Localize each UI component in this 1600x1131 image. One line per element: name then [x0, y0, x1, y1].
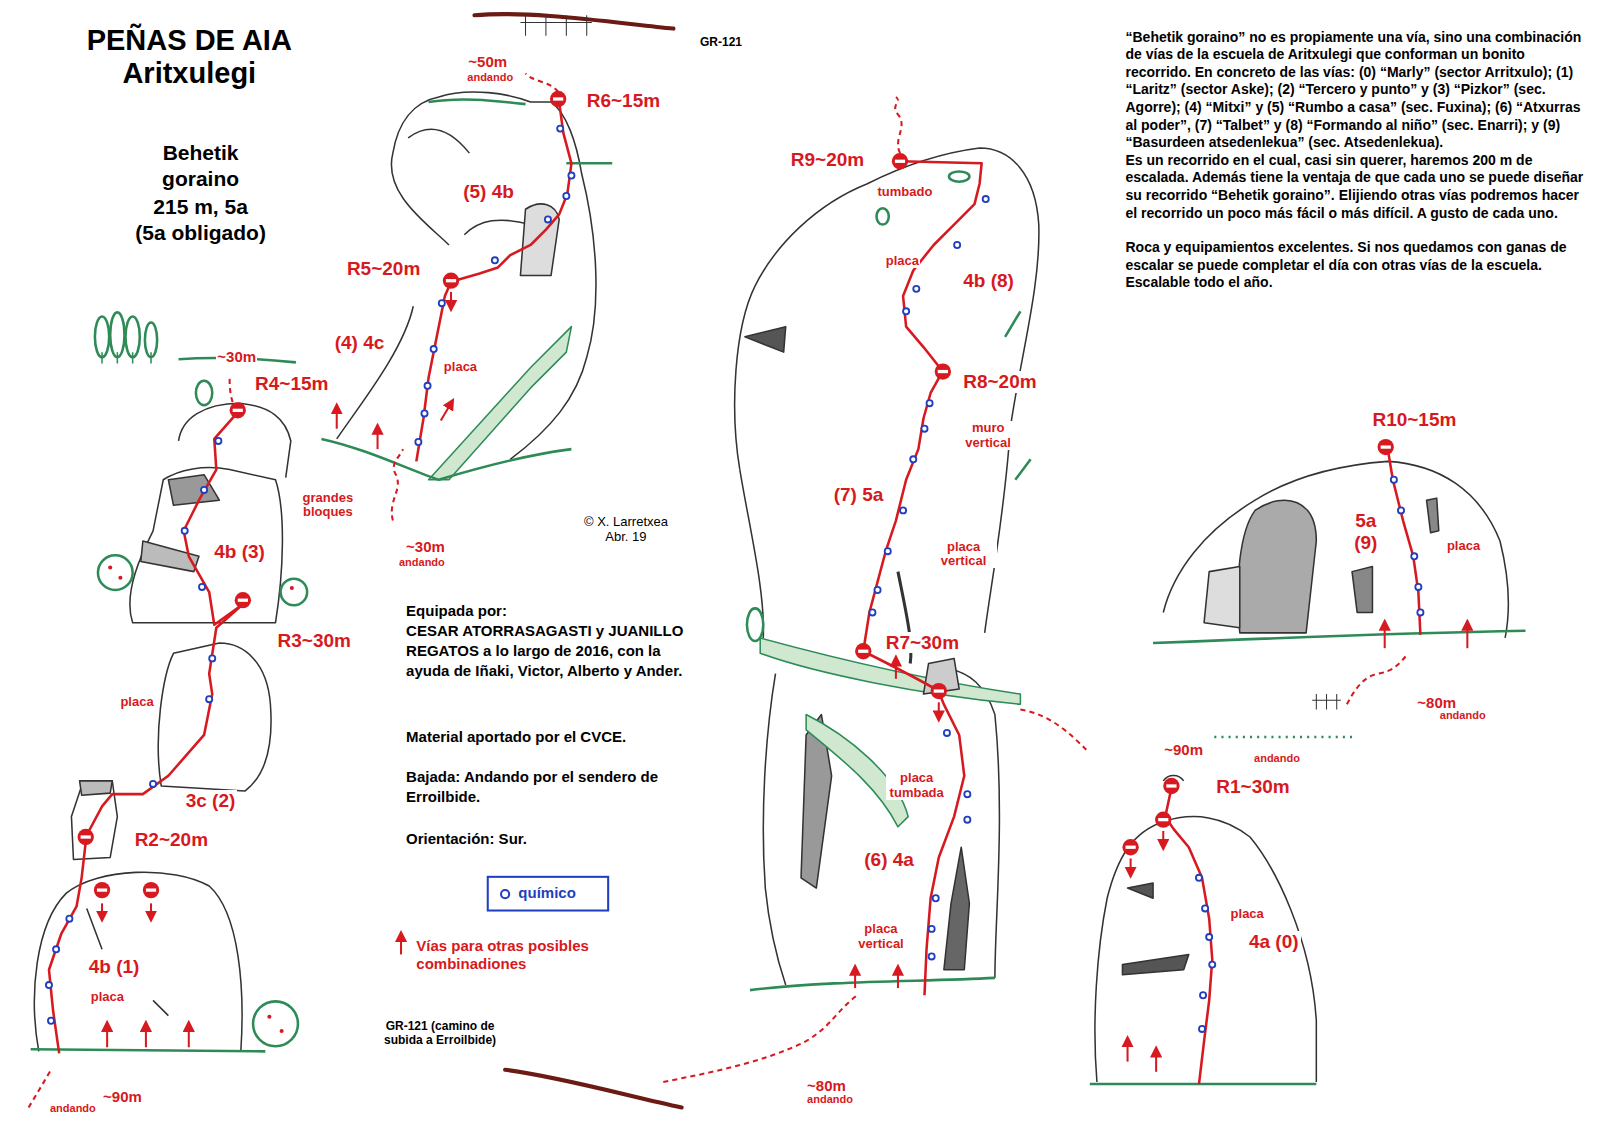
info-heading: Equipada por:: [406, 601, 507, 621]
legend-text: químico: [518, 884, 576, 901]
description-paragraph: Roca y equipamientos excelentes. Si nos …: [1126, 239, 1588, 292]
grade-label: 4a (0): [1247, 931, 1301, 953]
description-paragraph: Es un recorrido en el cual, casi sin que…: [1126, 152, 1588, 222]
info-text: Orientación: Sur.: [406, 829, 706, 849]
grade-label: (7) 5a: [832, 484, 886, 506]
walk-note: andando: [1253, 752, 1301, 765]
belay-label: R4~15m: [253, 373, 330, 395]
description-paragraph: “Behetik goraino” no es propiamente una …: [1126, 29, 1588, 152]
walk-note: andando: [398, 556, 446, 569]
grade-label: 4b (8): [961, 270, 1016, 292]
belay-label: R3~30m: [276, 630, 353, 652]
walk-note: andando: [466, 71, 514, 84]
walk-note: andando: [1439, 709, 1487, 722]
walk-distance: ~90m: [1163, 741, 1204, 758]
route-grade: (5a obligado): [131, 220, 271, 246]
belay-label: R6~15m: [585, 90, 662, 112]
belay-label: R5~20m: [345, 258, 422, 280]
rock-feature: placa: [1446, 539, 1481, 553]
belay-label: R8~20m: [961, 371, 1038, 393]
belay-label: R7~30m: [884, 632, 961, 654]
info-text: CESAR ATORRASAGASTI y JUANILLO REGATOS a…: [406, 621, 696, 681]
info-text: Material aportado por el CVCE.: [406, 727, 706, 747]
grade-label: (6) 4a: [862, 849, 916, 871]
belay-label: R10~15m: [1370, 409, 1458, 431]
belay-label: R2~20m: [133, 829, 210, 851]
trail-name: GR-121 (camino de subida a Erroilbide): [378, 1020, 503, 1048]
description-column: “Behetik goraino” no es propiamente una …: [1126, 29, 1588, 292]
rock-feature: grandes bloques: [296, 491, 360, 520]
rock-feature: placa: [119, 695, 154, 709]
grade-label: (4) 4c: [333, 332, 387, 354]
grade-label: (5) 4b: [461, 181, 516, 203]
rock-feature: placa: [90, 990, 125, 1004]
grade-label: 5a (9): [1343, 510, 1389, 554]
legend-text: Vías para otras posibles combinadiones: [416, 937, 641, 973]
rock-feature: placa: [1230, 907, 1265, 921]
walk-distance: ~30m: [216, 348, 257, 365]
walk-note: andando: [806, 1093, 854, 1106]
trail-name: GR-121: [700, 36, 742, 50]
grade-label: 4b (1): [87, 956, 142, 978]
walk-note: andando: [49, 1102, 97, 1115]
info-text: Bajada: Andando por el sendero de Erroil…: [406, 767, 706, 807]
route-length: 215 m, 5a: [131, 194, 271, 220]
walk-distance: ~80m: [806, 1077, 847, 1094]
copyright: © X. Larretxea Abr. 19: [573, 515, 678, 545]
route-name: Behetik goraino: [131, 140, 271, 192]
rock-feature: placa: [443, 360, 478, 374]
rock-feature: placa vertical: [931, 540, 997, 569]
belay-label: R9~20m: [789, 149, 866, 171]
walk-distance: ~90m: [102, 1088, 143, 1105]
rock-feature: placa: [885, 254, 920, 268]
rock-feature: placa vertical: [849, 922, 913, 951]
rock-feature: placa tumbada: [886, 771, 948, 800]
grade-label: 3c (2): [184, 790, 238, 812]
walk-distance: ~50m: [467, 53, 508, 70]
rock-feature: tumbado: [877, 185, 934, 199]
map-title: PEÑAS DE AIA Aritxulegi: [64, 24, 314, 90]
grade-label: 4b (3): [212, 541, 267, 563]
belay-label: R1~30m: [1214, 776, 1291, 798]
rock-feature: muro vertical: [957, 421, 1019, 450]
walk-distance: ~30m: [405, 538, 446, 555]
